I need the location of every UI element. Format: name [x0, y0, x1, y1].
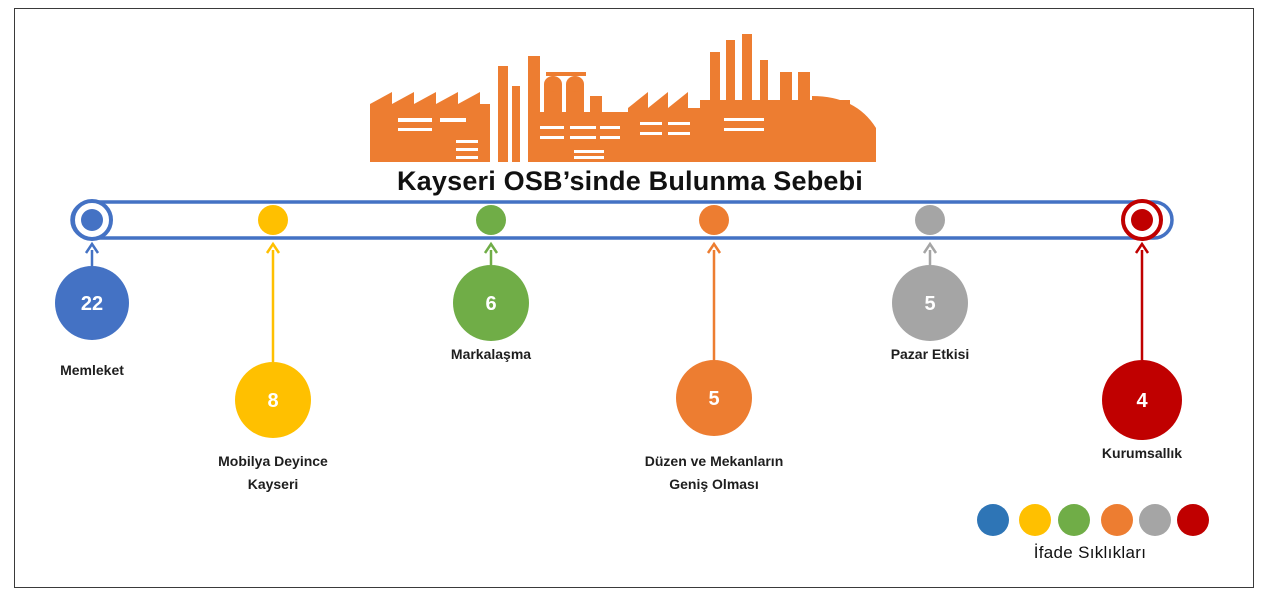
connector-arrow-icon [706, 241, 722, 254]
value-bubble [1102, 360, 1182, 440]
value-bubble [235, 362, 311, 438]
endpoint-dot [1131, 209, 1153, 231]
legend-title: İfade Sıklıkları [1033, 543, 1147, 562]
legend-swatch [1177, 504, 1209, 536]
timeline-node [699, 205, 729, 235]
value-label: 5 [708, 388, 719, 410]
category-label: Memleket [0, 359, 212, 382]
figure-frame [14, 8, 1254, 588]
value-bubble [892, 265, 968, 341]
value-bubble [676, 360, 752, 436]
category-label: Pazar Etkisi [810, 343, 1050, 366]
value-label: 22 [81, 293, 103, 315]
legend-swatch [1058, 504, 1090, 536]
value-bubble [55, 266, 129, 340]
timeline-node [258, 205, 288, 235]
legend-swatch [1019, 504, 1051, 536]
connector-arrow-icon [1134, 241, 1150, 254]
connector-arrow-icon [265, 241, 281, 254]
category-label-line: Düzen ve Mekanların [644, 453, 784, 469]
category-label-line: Mobilya Deyince [218, 453, 328, 469]
value-bubble [453, 265, 529, 341]
value-label: 8 [267, 390, 278, 412]
category-label-line: Memleket [60, 362, 124, 378]
connector-arrow-icon [84, 241, 100, 254]
category-label-line: Pazar Etkisi [890, 346, 970, 362]
legend-swatch [1139, 504, 1171, 536]
timeline-node [915, 205, 945, 235]
endpoint-dot [81, 209, 103, 231]
timeline-bar [70, 200, 1174, 240]
category-label-line: Geniş Olması [669, 476, 759, 492]
connector-arrow-icon [922, 241, 938, 254]
value-label: 4 [1136, 390, 1148, 412]
legend-swatch [1101, 504, 1133, 536]
chart-title: Kayseri OSB’sinde Bulunma Sebebi [396, 166, 864, 196]
category-label-line: Kayseri [247, 476, 299, 492]
category-label-line: Kurumsallık [1101, 445, 1183, 461]
legend-swatch [977, 504, 1009, 536]
category-label-line: Markalaşma [450, 346, 532, 362]
connector-arrow-icon [483, 241, 499, 254]
category-label: Kurumsallık [1022, 442, 1262, 465]
timeline-node [476, 205, 506, 235]
value-label: 6 [485, 293, 496, 315]
category-label: Markalaşma [371, 343, 611, 366]
value-label: 5 [924, 293, 935, 315]
